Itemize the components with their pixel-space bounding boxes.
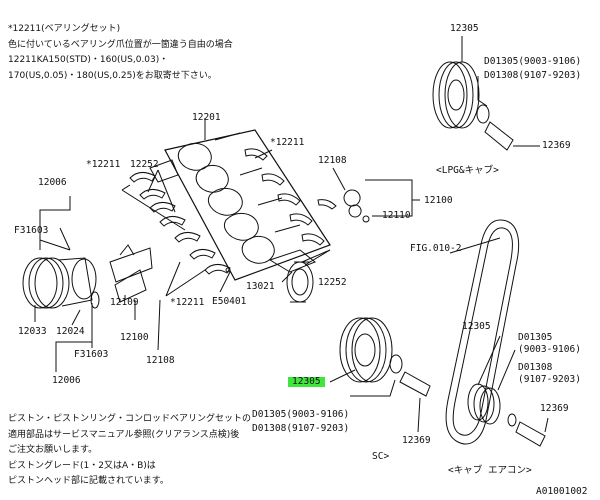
part-label-12369[interactable]: 12369 — [540, 403, 569, 414]
part-label-12100[interactable]: 12100 — [424, 195, 453, 206]
note-line: 適用部品はサービスマニュアル参照(クリアランス点検)後 — [8, 429, 240, 440]
part-label-d01308[interactable]: D01308(9107-9203) — [252, 423, 350, 434]
variant-label-cab-aircon: <キャブ エアコン> — [448, 465, 532, 476]
note-line: ピストン・ピストンリング・コンロッドベアリングセットの — [8, 414, 252, 424]
figure-reference-label[interactable]: FIG.010-2 — [410, 243, 462, 254]
part-label-d01305[interactable]: D01305(9003-9106) — [252, 409, 350, 420]
part-label-12211[interactable]: *12211 — [86, 159, 121, 170]
note-line: ご注文お願いします。 — [8, 445, 98, 455]
part-label-d01308[interactable]: D01308 — [518, 362, 553, 373]
part-label-12108[interactable]: 12108 — [318, 155, 347, 166]
part-label-13021[interactable]: 13021 — [246, 281, 275, 292]
highlighted-part-label-12305[interactable]: 12305 — [288, 377, 325, 387]
crankshaft-drawing — [149, 129, 331, 281]
part-label-12108[interactable]: 12108 — [146, 355, 175, 366]
part-label-12305[interactable]: 12305 — [450, 23, 479, 34]
note-line: 170(US,0.05)・180(US,0.25)をお取寄せ下さい。 — [8, 70, 217, 81]
part-label-12369[interactable]: 12369 — [402, 435, 431, 446]
piston-assembly-drawing — [22, 196, 161, 372]
part-label-12100[interactable]: 12100 — [120, 332, 149, 343]
part-label-12024[interactable]: 12024 — [56, 326, 85, 337]
note-line: *12211(ベアリングセット) — [8, 24, 121, 34]
note-line: 色に付いているベアリング爪位置が一箇違う自由の場合 — [8, 39, 233, 50]
part-label-f31603[interactable]: F31603 — [74, 349, 109, 360]
part-label-12252[interactable]: 12252 — [318, 277, 347, 288]
part-label-12201[interactable]: 12201 — [192, 112, 221, 123]
part-label-12110[interactable]: 12110 — [382, 210, 411, 221]
variant-label-sc: SC> — [372, 451, 390, 462]
variant-label-lpg: <LPG&キャブ> — [436, 165, 499, 176]
part-label-d01305-range: (9003-9106) — [518, 344, 581, 355]
part-label-12109[interactable]: 12109 — [110, 297, 139, 308]
part-label-12033[interactable]: 12033 — [18, 326, 47, 337]
part-label-12252[interactable]: 12252 — [130, 159, 159, 170]
part-label-d01308[interactable]: D01308(9107-9203) — [484, 70, 582, 81]
part-label-12369[interactable]: 12369 — [542, 140, 571, 151]
belt-drawing — [445, 219, 549, 447]
part-label-d01305[interactable]: D01305(9003-9106) — [484, 56, 582, 67]
part-label-12305[interactable]: 12305 — [462, 321, 491, 332]
crank-pulley-drawing — [329, 317, 431, 433]
bearing-set-note: *12211(ベアリングセット) 色に付いているベアリング爪位置が一箇違う自由の… — [8, 22, 233, 84]
lpg-pulley-drawing — [432, 36, 540, 151]
part-label-d01305[interactable]: D01305 — [518, 332, 553, 343]
part-label-12211[interactable]: *12211 — [270, 137, 305, 148]
note-line: 12211KA150(STD)・160(US,0.03)・ — [8, 55, 169, 65]
bearing-shells-lower — [244, 148, 337, 246]
note-line: ピストンヘッド部に記載されています。 — [8, 476, 169, 486]
diagram-code: A01001002 — [536, 486, 588, 497]
bearing-shells-upper — [129, 172, 231, 275]
part-label-d01308-range: (9107-9203) — [518, 374, 581, 385]
piston-note: ピストン・ピストンリング・コンロッドベアリングセットの 適用部品はサービスマニュ… — [8, 412, 251, 490]
crank-sprocket-drawing — [286, 261, 314, 303]
part-label-f31603[interactable]: F31603 — [14, 225, 49, 236]
part-label-12006[interactable]: 12006 — [38, 177, 67, 188]
part-label-12006[interactable]: 12006 — [52, 375, 81, 386]
note-line: ピストングレード(1・2又はA・B)は — [8, 460, 156, 471]
part-label-e50401[interactable]: E50401 — [212, 296, 247, 307]
part-label-12211[interactable]: *12211 — [170, 297, 205, 308]
